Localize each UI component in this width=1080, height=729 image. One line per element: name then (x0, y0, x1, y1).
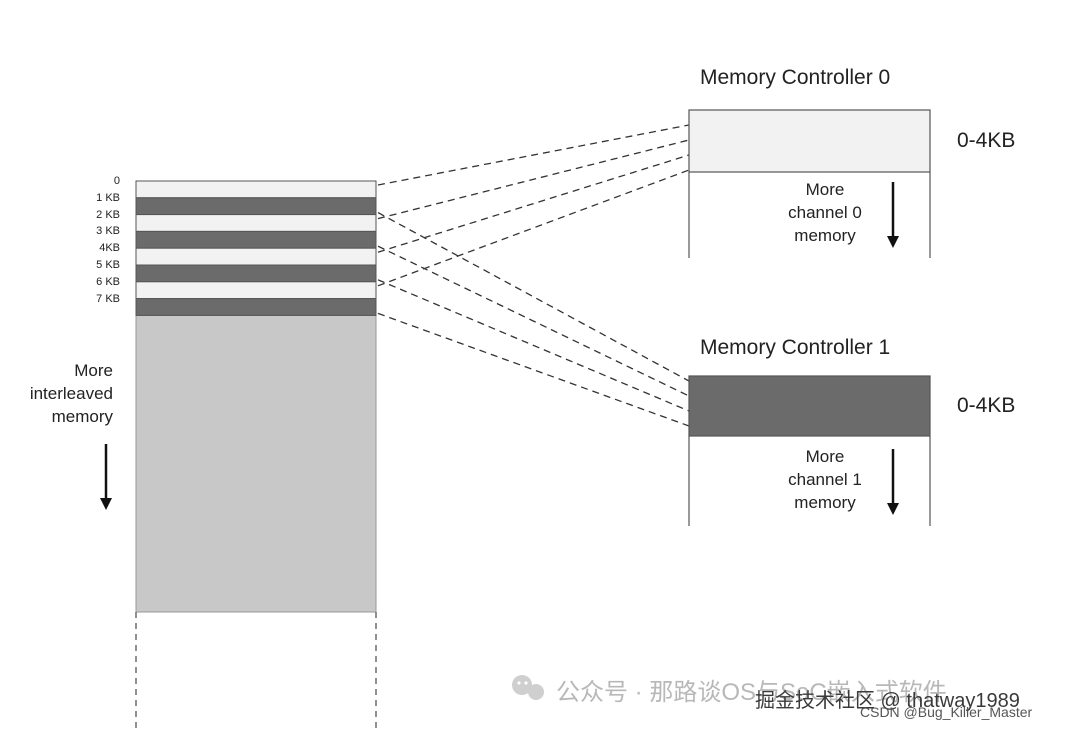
address-block-7 (135, 298, 377, 316)
address-block-1 (135, 197, 377, 216)
mapping-lines (377, 124, 690, 427)
arrows-group (100, 182, 899, 515)
address-block-5 (135, 264, 377, 283)
controller-0-more-line-1: More (805, 180, 845, 199)
interleaved-more-label: More interleaved memory (5, 359, 113, 428)
controller-1-more-line-2: channel 1 (788, 470, 862, 489)
controller-1-more-label: More channel 1 memory (760, 445, 890, 514)
address-label-0: 0 (113, 175, 120, 187)
controller-1-title: Memory Controller 1 (700, 336, 891, 359)
controller-1-range: 0-4KB (957, 394, 1016, 417)
address-block-4 (135, 247, 377, 266)
address-label-3: 3 KB (96, 225, 120, 238)
controllers-group (688, 109, 931, 526)
mapping-line-5 (377, 279, 690, 412)
mapping-line-2 (377, 139, 690, 220)
address-block-0 (135, 180, 377, 199)
controller-0-down-arrow-head (887, 236, 899, 248)
mapping-line-3 (377, 245, 690, 397)
interleaved-more-line-2: interleaved (29, 384, 113, 403)
address-label-5: 5 KB (96, 259, 120, 271)
controller-1-more-line-1: More (805, 447, 845, 466)
mapping-line-4 (377, 154, 690, 253)
address-label-1: 1 KB (96, 191, 120, 204)
address-block-6 (135, 281, 377, 300)
mapping-line-6 (377, 169, 690, 287)
juejin-watermark: 掘金技术社区 @ thatway1989 (755, 690, 1020, 712)
controller-0-more-line-2: channel 0 (788, 203, 862, 222)
interleaved-more-line-1: More (74, 361, 113, 380)
mapping-line-1 (377, 212, 690, 382)
controller-0-title: Memory Controller 0 (700, 66, 891, 89)
interleaved-down-arrow-head (100, 498, 112, 510)
controller-1-more-line-3: memory (794, 493, 856, 512)
controller-1-block (688, 375, 931, 437)
controller-0-more-label: More channel 0 memory (760, 178, 890, 247)
controller-0-more-line-3: memory (794, 226, 856, 245)
address-block-2 (135, 214, 377, 232)
address-label-4: 4KB (99, 242, 120, 255)
address-block-3 (135, 230, 377, 249)
mapping-line-0 (377, 124, 690, 186)
address-column (135, 180, 377, 729)
wechat-watermark: 公众号 · 那路谈OS与SoC嵌入式软件 (556, 679, 947, 706)
controller-1-down-arrow-head (887, 503, 899, 515)
mapping-line-7 (377, 312, 690, 427)
address-label-7: 7 KB (96, 292, 120, 305)
address-label-6: 6 KB (96, 275, 120, 288)
interleaved-more-line-3: memory (51, 407, 113, 426)
address-label-2: 2 KB (96, 208, 120, 221)
interleaved-region (135, 314, 377, 613)
controller-0-block (688, 109, 931, 173)
csdn-watermark: CSDN @Bug_Killer_Master (860, 704, 1033, 720)
wechat-icon (512, 675, 544, 700)
controller-0-range: 0-4KB (957, 129, 1016, 152)
